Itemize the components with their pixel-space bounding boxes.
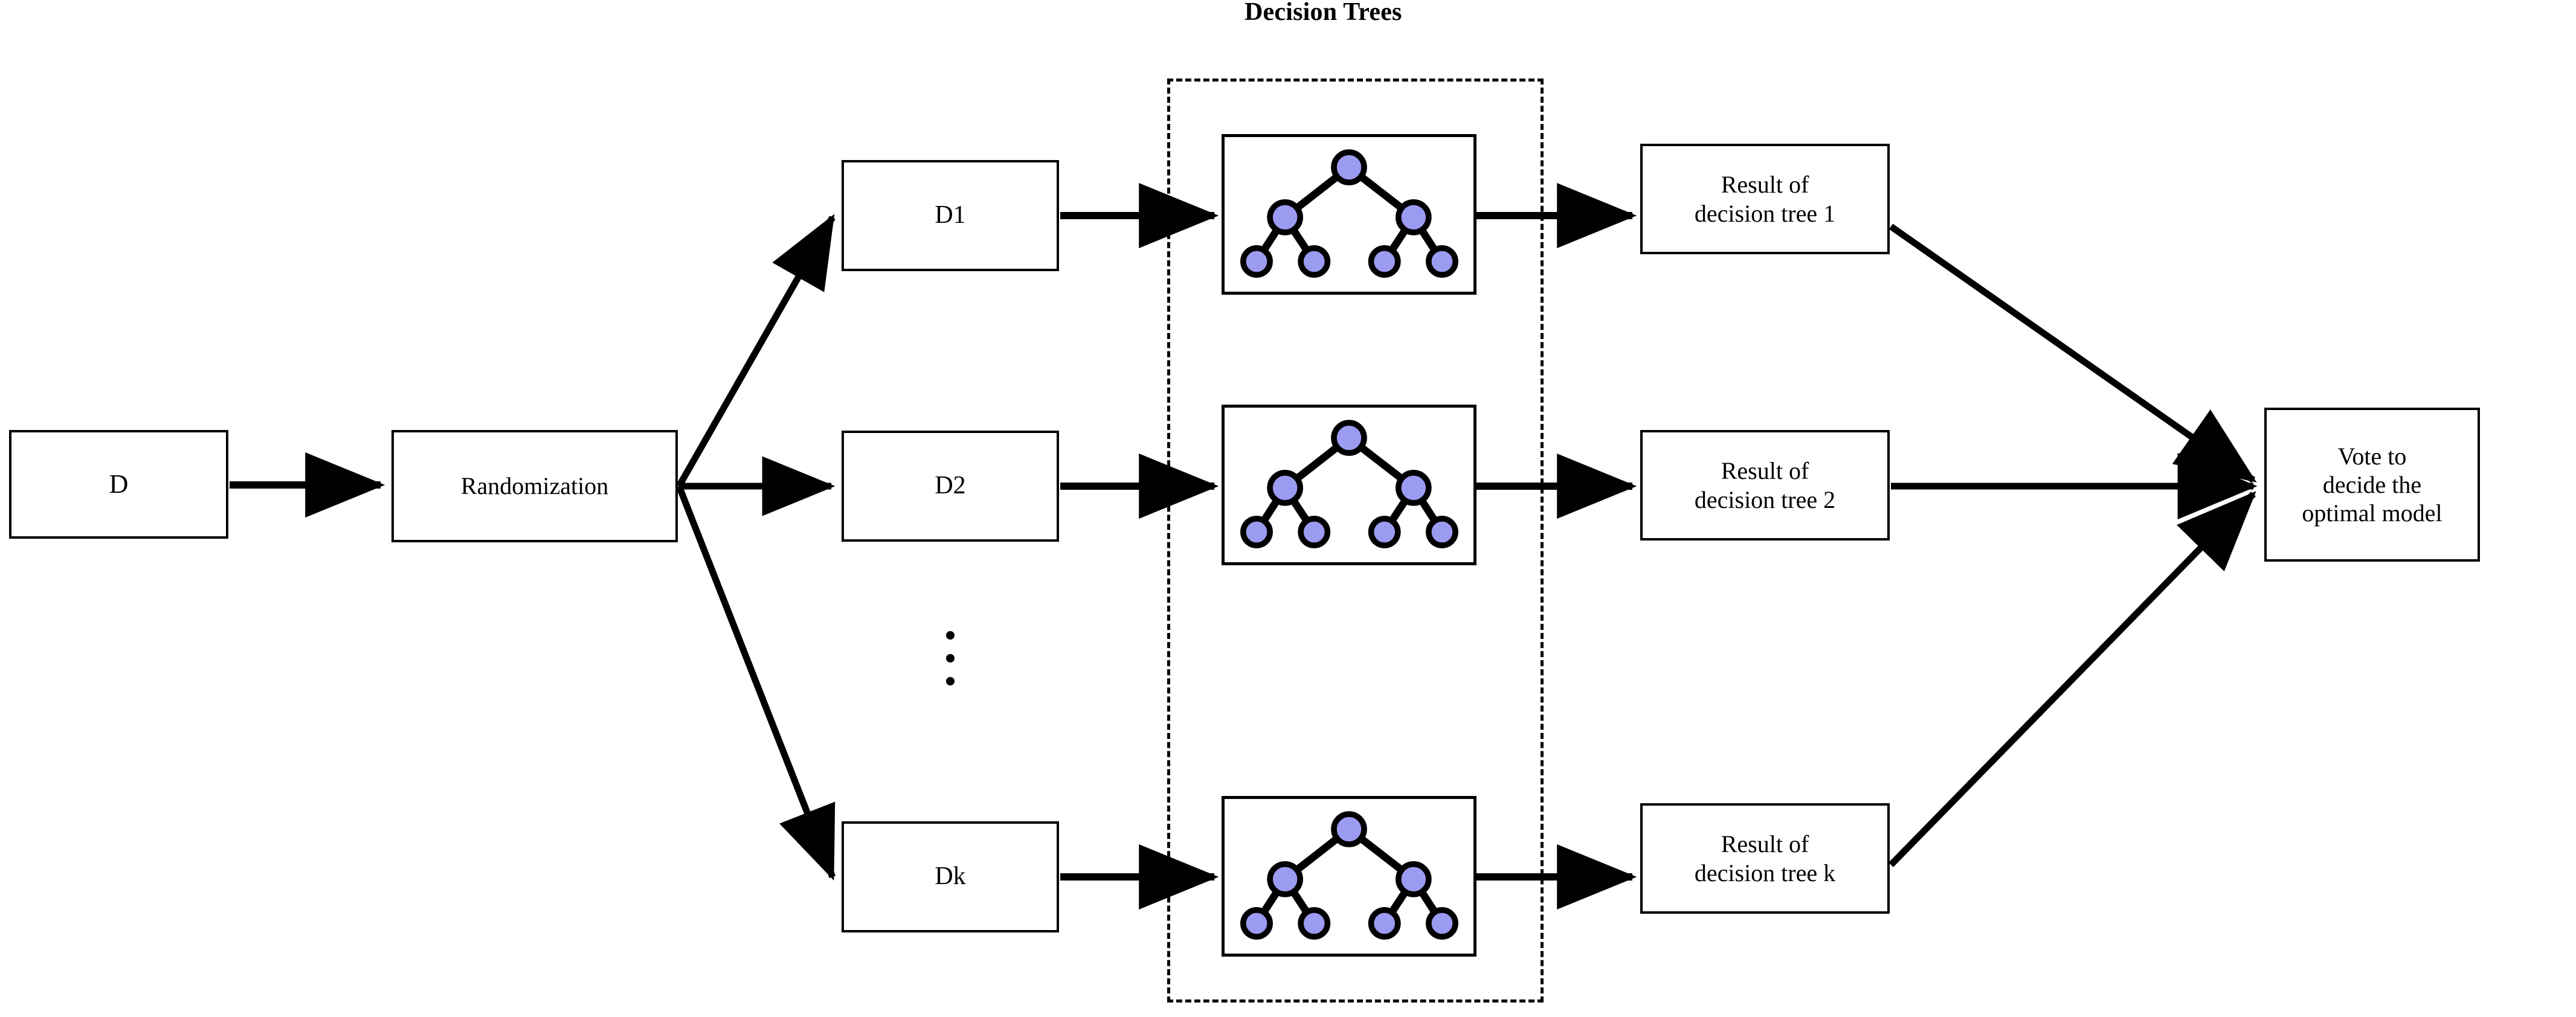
randomization-label: Randomization xyxy=(460,472,609,500)
tree-node-internal-left xyxy=(1267,469,1303,506)
tree-node-internal-right xyxy=(1395,199,1432,236)
tree-node-leaf-1 xyxy=(1240,907,1273,940)
tree-node-leaf-2 xyxy=(1298,245,1331,278)
subset-label-d2: D2 xyxy=(935,472,966,500)
subset-label-d1: D1 xyxy=(935,201,966,229)
tree-node-leaf-3 xyxy=(1368,907,1401,940)
tree-node-leaf-1 xyxy=(1240,245,1273,278)
source-dataset-label: D xyxy=(109,469,129,499)
tree-node-root xyxy=(1331,149,1367,185)
decision-tree-box-2[interactable] xyxy=(1222,405,1476,565)
result-box-2[interactable]: Result of decision tree 2 xyxy=(1640,430,1890,541)
source-dataset-box[interactable]: D xyxy=(9,430,228,539)
tree-node-internal-left xyxy=(1267,199,1303,236)
vertical-ellipsis-icon xyxy=(946,631,955,685)
tree-node-leaf-3 xyxy=(1368,516,1401,548)
decision-trees-group-border xyxy=(1167,79,1544,1003)
tree-node-internal-right xyxy=(1395,469,1432,506)
decision-tree-graphic-2 xyxy=(1240,420,1458,548)
randomization-box[interactable]: Randomization xyxy=(391,430,678,542)
ellipsis-dot xyxy=(946,677,955,685)
result-box-k[interactable]: Result of decision tree k xyxy=(1640,803,1890,914)
ellipsis-dot xyxy=(946,654,955,662)
decision-tree-box-1[interactable] xyxy=(1222,134,1476,295)
tree-node-leaf-2 xyxy=(1298,907,1331,940)
subset-box-dk[interactable]: Dk xyxy=(842,821,1059,932)
vote-label: Vote to decide the optimal model xyxy=(2302,442,2442,527)
ellipsis-dot xyxy=(946,631,955,640)
subset-box-d1[interactable]: D1 xyxy=(842,160,1059,271)
tree-node-leaf-4 xyxy=(1426,245,1458,278)
result-label-k: Result of decision tree k xyxy=(1694,830,1836,887)
subset-box-d2[interactable]: D2 xyxy=(842,431,1059,542)
decision-trees-title: Decision Trees xyxy=(1245,0,1402,26)
decision-tree-graphic-1 xyxy=(1240,149,1458,278)
tree-node-leaf-2 xyxy=(1298,516,1331,548)
tree-node-root xyxy=(1331,811,1367,847)
result-box-1[interactable]: Result of decision tree 1 xyxy=(1640,144,1890,254)
tree-node-internal-left xyxy=(1267,861,1303,897)
tree-node-leaf-1 xyxy=(1240,516,1273,548)
vote-box[interactable]: Vote to decide the optimal model xyxy=(2264,408,2480,562)
decision-tree-graphic-k xyxy=(1240,811,1458,940)
result-label-1: Result of decision tree 1 xyxy=(1694,171,1836,227)
subset-label-dk: Dk xyxy=(935,862,966,891)
decision-tree-box-k[interactable] xyxy=(1222,796,1476,957)
tree-node-leaf-3 xyxy=(1368,245,1401,278)
tree-node-leaf-4 xyxy=(1426,907,1458,940)
result-label-2: Result of decision tree 2 xyxy=(1694,457,1836,513)
tree-node-root xyxy=(1331,420,1367,456)
tree-node-internal-right xyxy=(1395,861,1432,897)
tree-node-leaf-4 xyxy=(1426,516,1458,548)
